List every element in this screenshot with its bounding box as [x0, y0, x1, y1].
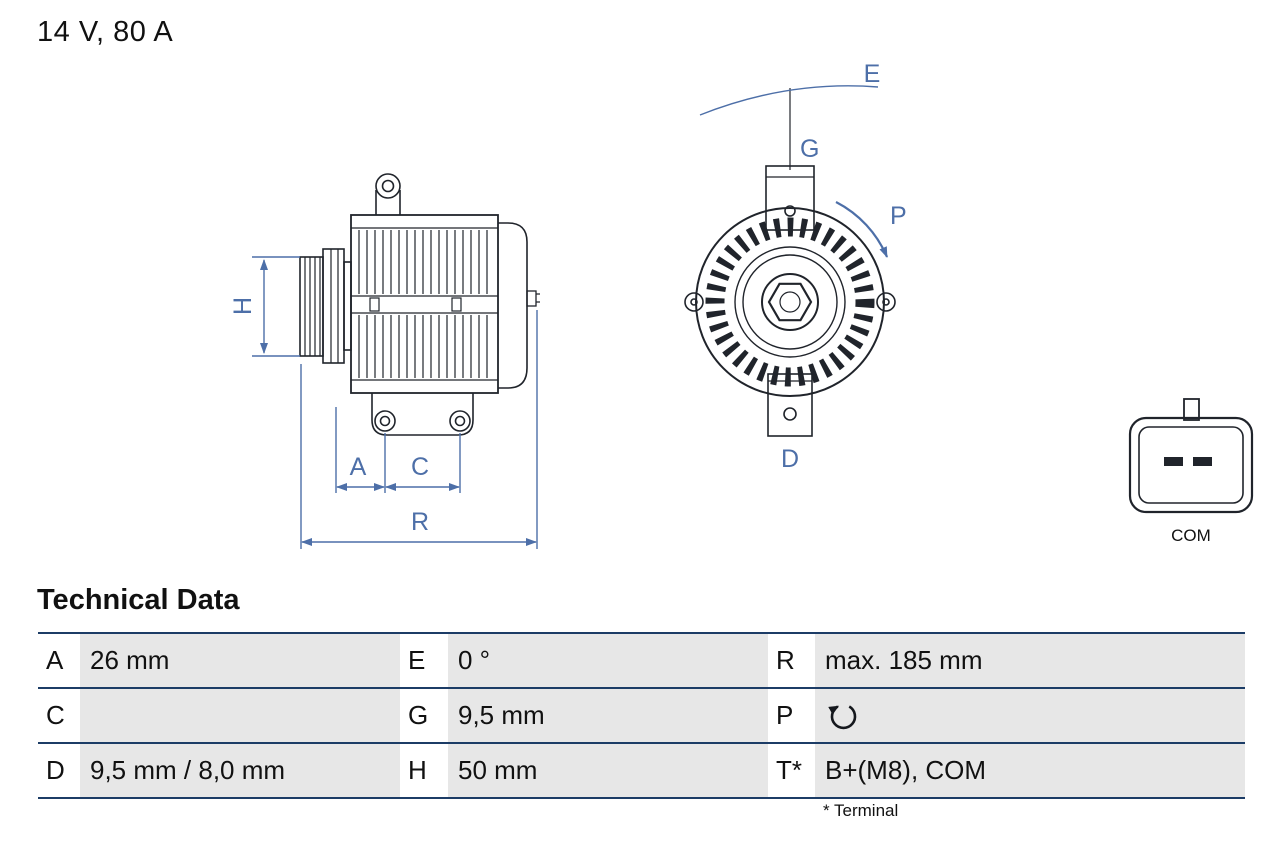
dim-label-H: H — [229, 297, 257, 315]
dim-label-G: G — [800, 135, 819, 163]
dim-label-R: R — [411, 508, 429, 536]
table-row: A 26 mm E 0 ° R max. 185 mm — [38, 634, 1245, 689]
table-value: B+(M8), COM — [815, 744, 1245, 797]
cooling-fins — [358, 230, 488, 294]
voltage-current-rating: 14 V, 80 A — [37, 16, 174, 48]
table-key: G — [400, 689, 448, 742]
table-key: E — [400, 634, 448, 687]
table-row: D 9,5 mm / 8,0 mm H 50 mm T* B+(M8), COM — [38, 744, 1245, 799]
technical-data-table: A 26 mm E 0 ° R max. 185 mm C G 9,5 mm P… — [38, 632, 1245, 799]
side-view-dimensions — [252, 256, 538, 549]
connector-label: COM — [1171, 526, 1211, 545]
fan-slot-ring — [705, 217, 875, 387]
table-key: H — [400, 744, 448, 797]
table-row: C G 9,5 mm P — [38, 689, 1245, 744]
dim-label-P: P — [890, 202, 907, 230]
table-value: max. 185 mm — [815, 634, 1245, 687]
table-value: 9,5 mm / 8,0 mm — [80, 744, 400, 797]
table-key: D — [38, 744, 80, 797]
connector-drawing — [1128, 398, 1254, 514]
connector-pin — [1164, 457, 1183, 466]
section-title: Technical Data — [37, 584, 240, 616]
table-value: 9,5 mm — [448, 689, 768, 742]
terminal-footnote: * Terminal — [823, 801, 899, 820]
technical-drawing: H A C R E G P D — [229, 60, 1254, 549]
alternator-front-view — [684, 88, 896, 437]
dim-label-D: D — [781, 445, 799, 473]
table-value-rotation — [815, 689, 1245, 742]
table-key: T* — [768, 744, 815, 797]
table-value — [80, 689, 400, 742]
table-key: C — [38, 689, 80, 742]
table-key: R — [768, 634, 815, 687]
table-value: 50 mm — [448, 744, 768, 797]
table-key: P — [768, 689, 815, 742]
connector-pin — [1193, 457, 1212, 466]
dim-label-C: C — [411, 453, 429, 481]
alternator-side-view — [299, 173, 540, 436]
front-view-annotations — [699, 85, 889, 258]
rotation-direction-icon — [828, 705, 857, 730]
dim-label-A: A — [350, 453, 367, 481]
dim-label-E: E — [864, 60, 881, 88]
table-value: 0 ° — [448, 634, 768, 687]
table-value: 26 mm — [80, 634, 400, 687]
table-key: A — [38, 634, 80, 687]
shaft-nut-hex — [767, 282, 813, 322]
